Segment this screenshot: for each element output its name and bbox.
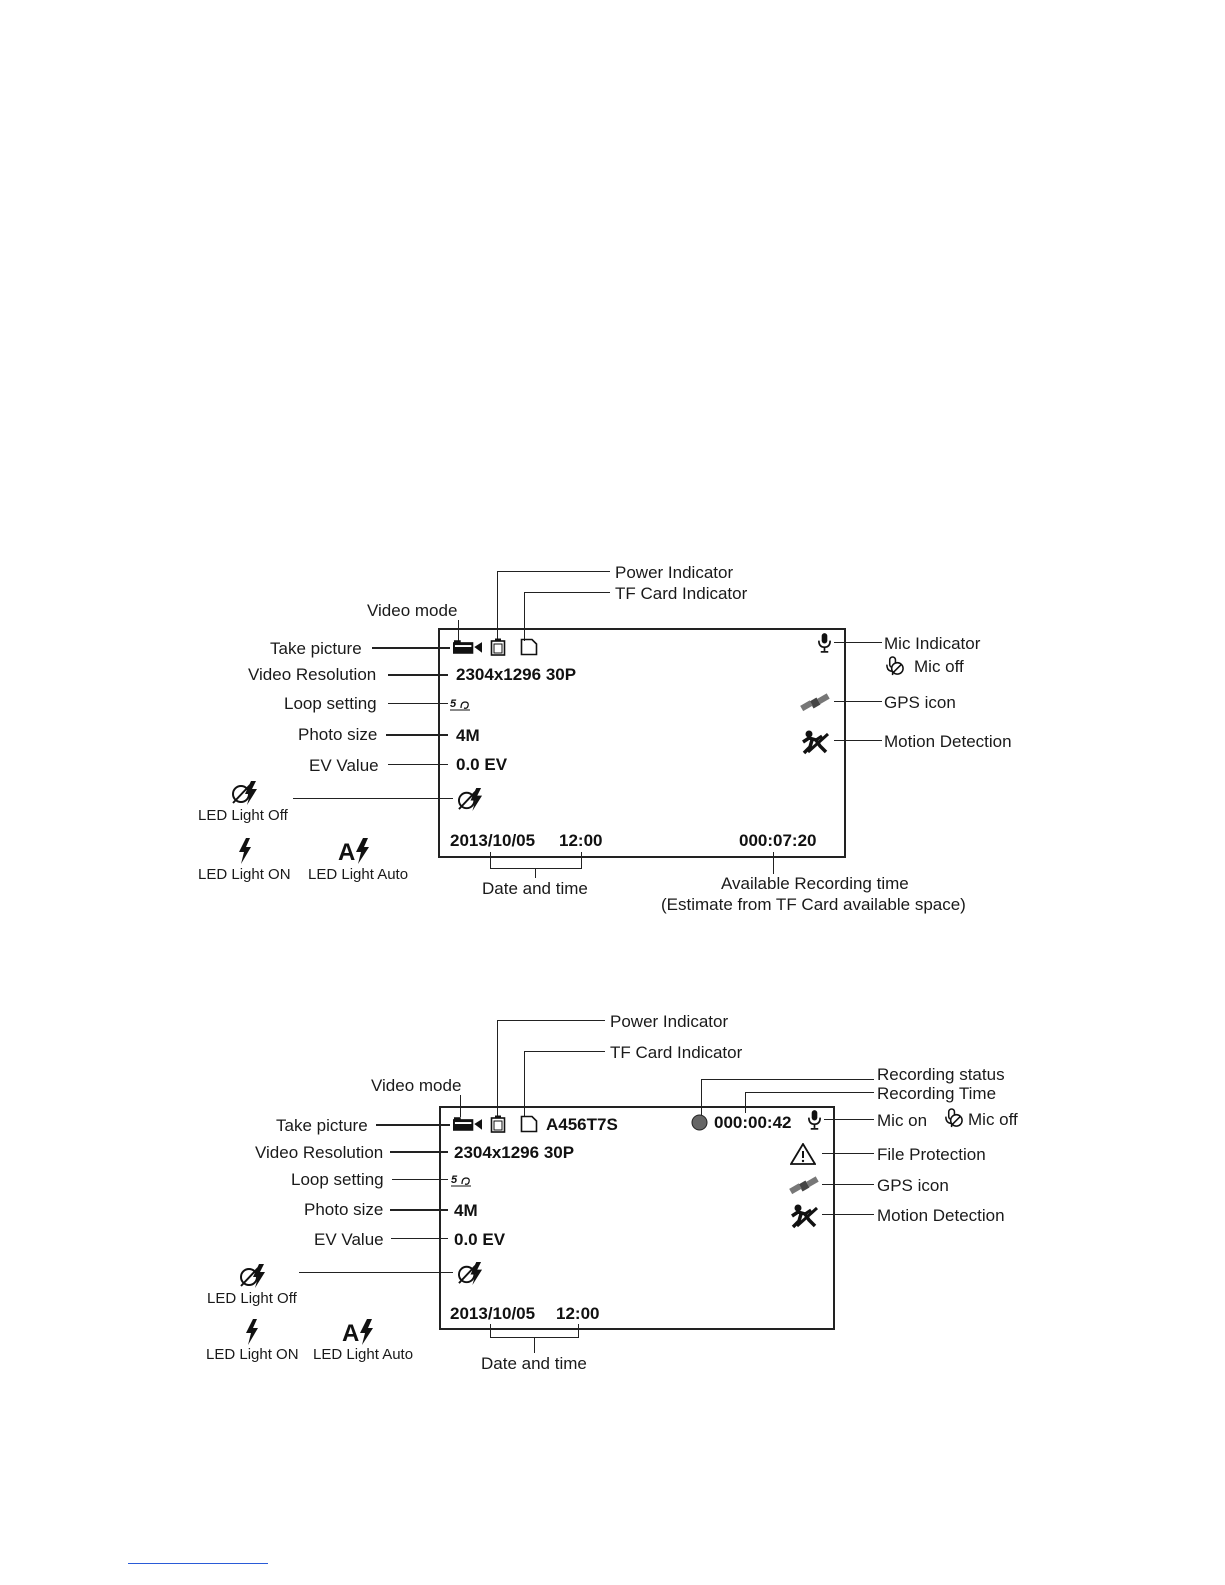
sd-card-icon [520, 638, 538, 656]
label-photo-size: Photo size [304, 1200, 384, 1219]
label-estimate-note: (Estimate from TF Card available space) [661, 895, 966, 914]
flash-auto-icon [338, 838, 372, 864]
camera-screen [438, 628, 846, 858]
label-gps-icon: GPS icon [884, 693, 956, 712]
label-ev-value: EV Value [309, 756, 379, 775]
label-tf-card-indicator: TF Card Indicator [610, 1043, 743, 1062]
label-mic-off: Mic off [968, 1110, 1018, 1129]
label-motion-detection: Motion Detection [877, 1206, 1005, 1225]
screen-available-time: 000:07:20 [739, 831, 817, 850]
screen-resolution: 2304x1296 30P [456, 665, 577, 684]
microphone-icon [807, 1109, 822, 1130]
label-power-indicator: Power Indicator [610, 1012, 729, 1031]
label-date-and-time: Date and time [481, 1354, 587, 1373]
screen-file-name: A456T7S [546, 1115, 618, 1134]
label-available-recording-time: Available Recording time [721, 874, 909, 893]
label-power-indicator: Power Indicator [615, 563, 734, 582]
battery-icon [490, 1115, 506, 1133]
screen-date: 2013/10/05 [450, 831, 536, 850]
label-led-light-auto: LED Light Auto [308, 866, 409, 883]
label-video-mode: Video mode [367, 601, 458, 620]
flash-off-icon [457, 1261, 484, 1286]
label-video-resolution: Video Resolution [248, 665, 377, 684]
loop-icon [451, 1173, 473, 1187]
microphone-off-icon [942, 1108, 965, 1129]
label-mic-indicator: Mic Indicator [884, 634, 981, 653]
flash-off-icon [231, 780, 259, 806]
label-mic-on: Mic on [877, 1111, 928, 1130]
microphone-off-icon [883, 656, 906, 677]
label-tf-card-indicator: TF Card Indicator [615, 584, 748, 603]
label-recording-time: Recording Time [877, 1084, 997, 1103]
running-person-icon [789, 1204, 821, 1230]
screen-resolution: 2304x1296 30P [454, 1143, 575, 1162]
label-led-light-off: LED Light Off [207, 1290, 297, 1307]
video-camera-icon [453, 1117, 482, 1131]
battery-icon [490, 638, 506, 656]
screen-time: 12:00 [556, 1304, 600, 1323]
label-ev-value: EV Value [314, 1230, 384, 1249]
label-led-light-on: LED Light ON [198, 866, 291, 883]
label-loop-setting: Loop setting [284, 694, 377, 713]
screen-ev: 0.0 EV [454, 1230, 506, 1249]
running-person-icon [800, 730, 832, 756]
flash-icon [245, 1319, 259, 1345]
label-gps-icon: GPS icon [877, 1176, 949, 1195]
loop-icon [450, 697, 472, 711]
label-video-mode: Video mode [371, 1076, 462, 1095]
flash-icon [238, 838, 252, 864]
satellite-icon [800, 692, 830, 714]
label-mic-off: Mic off [914, 657, 964, 676]
microphone-icon [817, 632, 832, 653]
flash-off-icon [457, 787, 484, 812]
camera-screen [439, 1106, 835, 1330]
video-camera-icon [453, 640, 482, 654]
screen-ev: 0.0 EV [456, 755, 508, 774]
screen-date: 2013/10/05 [450, 1304, 536, 1323]
label-video-resolution: Video Resolution [255, 1143, 384, 1162]
screen-rec-time: 000:00:42 [714, 1113, 792, 1132]
label-loop-setting: Loop setting [291, 1170, 384, 1189]
label-led-light-on: LED Light ON [206, 1346, 299, 1363]
label-take-picture: Take picture [276, 1116, 368, 1135]
footnote-rule [128, 1563, 268, 1564]
label-photo-size: Photo size [298, 725, 378, 744]
warning-triangle-icon [790, 1143, 816, 1165]
satellite-icon [789, 1175, 819, 1197]
sd-card-icon [520, 1115, 538, 1133]
label-recording-status: Recording status [877, 1065, 1005, 1084]
record-dot-icon [691, 1114, 708, 1131]
screen-photo-size: 4M [456, 726, 480, 745]
label-file-protection: File Protection [877, 1145, 986, 1164]
label-led-light-off: LED Light Off [198, 807, 288, 824]
label-led-light-auto: LED Light Auto [313, 1346, 414, 1363]
label-date-and-time: Date and time [482, 879, 588, 898]
flash-off-icon [239, 1263, 267, 1289]
screen-photo-size: 4M [454, 1201, 478, 1220]
flash-auto-icon [342, 1319, 376, 1345]
label-motion-detection: Motion Detection [884, 732, 1012, 751]
screen-time: 12:00 [559, 831, 603, 850]
label-take-picture: Take picture [270, 639, 362, 658]
